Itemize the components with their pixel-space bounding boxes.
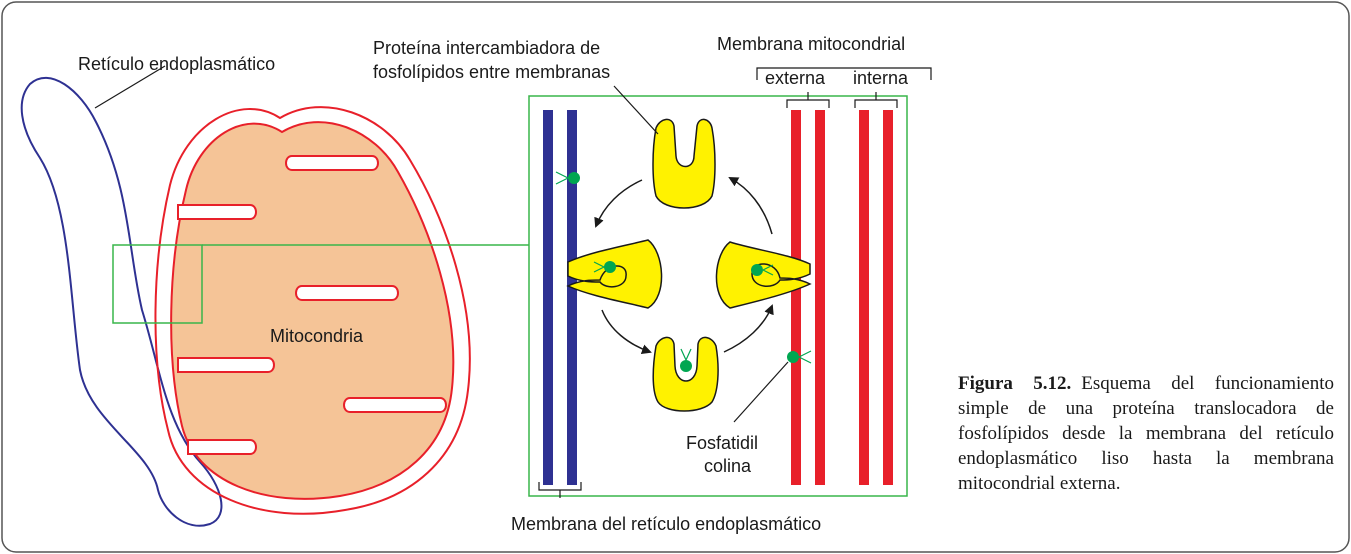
er-outline [20, 76, 223, 527]
exchanger-protein-left [566, 239, 663, 309]
detail-panel [528, 95, 908, 497]
figure-number: Figura 5.12. [958, 373, 1072, 394]
er-membrane-label: Membrana del retículo endoplasmático [511, 514, 821, 534]
caption-text: Esquema del funcionamiento simple de una… [958, 373, 1334, 494]
protein-label-line2: fosfolípidos entre membranas [373, 62, 610, 82]
outer-membrane-bar-2 [815, 110, 825, 485]
arrow-left-to-bottom [601, 309, 652, 354]
exchanger-protein-top [652, 118, 716, 209]
inner-membrane-bracket [854, 92, 898, 108]
exchanger-protein-right [715, 241, 812, 309]
phospholipid-mito [787, 350, 812, 364]
pc-label-line1: Fosfatidil [686, 433, 758, 453]
outer-membrane-label: externa [765, 68, 826, 88]
pc-leader-line [733, 361, 789, 423]
er-membrane-bar-1 [543, 110, 553, 485]
mito-membrane-label: Membrana mitocondrial [717, 34, 905, 54]
outer-membrane-bracket [786, 92, 830, 108]
inner-membrane-bar-1 [859, 110, 869, 485]
arrow-top-to-left [594, 179, 643, 228]
mitochondria-outer-membrane [154, 106, 471, 515]
protein-label-line1: Proteína intercambiadora de [373, 38, 600, 58]
cycle-arrows [594, 177, 774, 354]
pc-label-line2: colina [704, 456, 752, 476]
er-membrane-bar-2 [567, 110, 577, 485]
arrow-right-to-top [728, 177, 773, 235]
cristae [177, 155, 447, 455]
protein-leader-line [613, 85, 659, 135]
exchanger-protein-bottom [652, 336, 719, 412]
mitochondria-label: Mitocondria [270, 326, 364, 346]
er-label: Retículo endoplasmático [78, 54, 275, 74]
figure-caption: Figura 5.12.Esquema del funcionamiento s… [958, 371, 1334, 496]
outer-membrane-bar-1 [791, 110, 801, 485]
arrow-bottom-to-right [723, 304, 774, 353]
er-leader-line [94, 65, 166, 109]
mito-membrane-main-bracket [756, 67, 932, 80]
er-membrane-bracket [538, 482, 582, 498]
inner-membrane-label: interna [853, 68, 909, 88]
inner-membrane-bar-2 [883, 110, 893, 485]
zoom-region-box [112, 244, 203, 324]
phospholipid-er [555, 171, 580, 185]
